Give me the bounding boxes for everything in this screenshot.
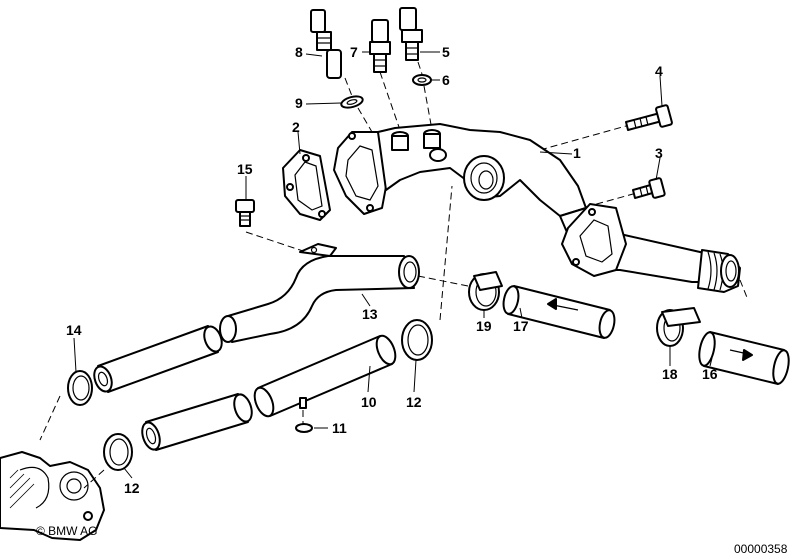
hose-16 [698,331,790,385]
sealing-ring-6 [412,74,432,86]
callout-17: 17 [513,318,529,334]
callout-7: 7 [350,44,358,60]
bolt-15 [235,199,255,227]
sealing-ring-14 [67,370,93,406]
washer-11 [295,423,313,433]
water-pipe-13 [219,243,420,343]
callout-9: 9 [295,95,303,111]
callout-13: 13 [362,306,378,322]
callout-8: 8 [295,44,303,60]
bolt-4 [625,104,673,131]
callout-3: 3 [655,145,663,161]
sealing-ring-9 [340,95,364,109]
callout-18: 18 [662,366,678,382]
callout-5: 5 [442,44,450,60]
hose-lower-left [141,393,253,451]
sealing-ring-12-upper [401,319,433,361]
hose-clamp-19 [468,271,503,311]
temperature-switch-5 [399,7,423,61]
callout-16: 16 [702,366,718,382]
hose-clamp-18 [656,307,701,347]
hose-10 [253,334,397,418]
callout-15: 15 [237,161,253,177]
hose-17 [502,285,616,339]
callout-12-lower: 12 [124,480,140,496]
drawing-number: 00000358 [734,542,788,556]
callout-1: 1 [573,145,581,161]
gasket-2 [282,149,331,221]
callout-4: 4 [655,63,663,79]
water-pipe-1 [333,123,741,293]
bolt-3 [632,177,666,199]
temperature-switch-7 [369,19,391,73]
callout-10: 10 [361,394,377,410]
callout-19: 19 [476,318,492,334]
temperature-sensor-8 [310,9,342,79]
callout-2: 2 [292,119,300,135]
hose-upper-left [93,325,223,393]
callout-11: 11 [332,420,347,436]
callout-6: 6 [442,72,450,88]
callout-12-upper: 12 [406,394,422,410]
sealing-ring-12-lower [103,433,133,471]
engine-block-fragment [0,451,105,541]
callout-14: 14 [66,322,82,338]
copyright-label: © BMW AG [36,524,98,538]
